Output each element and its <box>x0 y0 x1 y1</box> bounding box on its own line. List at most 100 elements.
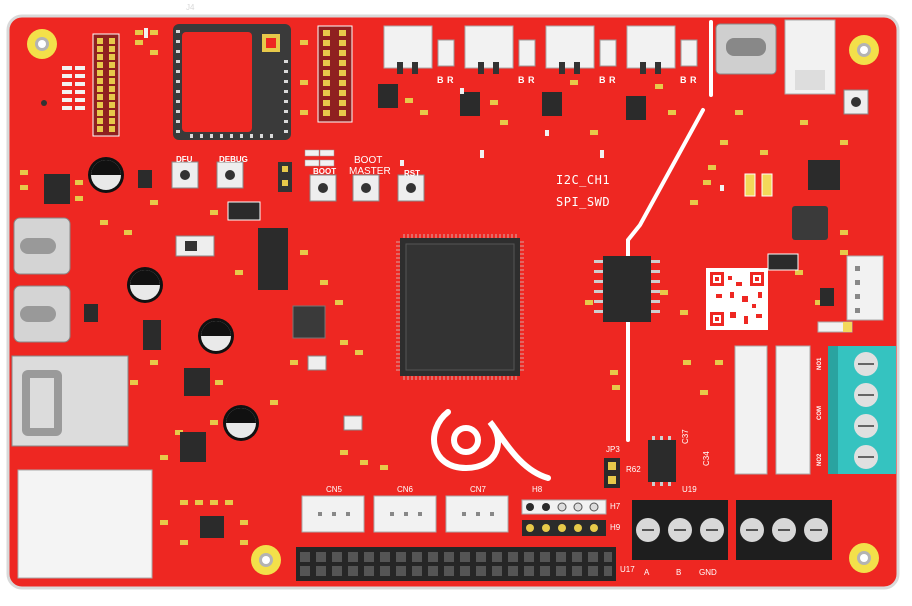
label-r1: R <box>447 75 454 85</box>
white-connector-top-right <box>784 19 836 95</box>
electrolytic-cap-1 <box>88 157 124 193</box>
rj45-left <box>11 355 129 447</box>
label-b3: B <box>599 75 606 85</box>
button-dfu <box>171 161 199 189</box>
label-cn5: CN5 <box>326 485 343 494</box>
terminal-block-ab <box>632 500 728 560</box>
mount-hole-top-left <box>27 29 57 59</box>
jumper-jp3 <box>604 458 620 488</box>
label-r2: R <box>528 75 535 85</box>
led-right <box>817 321 853 333</box>
jst-connector-1 <box>383 25 433 74</box>
slide-switch <box>175 235 215 257</box>
label-c37: C37 <box>681 429 690 444</box>
label-no2: NO2 <box>817 453 823 466</box>
soic-ic-right <box>594 256 660 322</box>
transistor-row <box>378 84 646 120</box>
pin-header-left <box>92 33 120 137</box>
usb-c-left-2 <box>13 285 71 343</box>
header-h9 <box>522 520 606 536</box>
chip-small-3 <box>180 432 206 462</box>
white-block-left <box>17 469 153 579</box>
board-slot <box>626 20 713 442</box>
mount-hole-top-right <box>849 35 879 65</box>
label-u19: U19 <box>682 485 697 494</box>
wifi-module <box>173 24 291 140</box>
chip-small-4 <box>200 516 224 538</box>
ic-left-top <box>44 174 70 204</box>
label-gnd: GND <box>699 568 717 577</box>
label-dfu: DFU <box>176 155 193 164</box>
label-boot-master-line2: MASTER <box>349 166 391 177</box>
label-b: B <box>676 568 682 577</box>
label-boot-master-line1: BOOT <box>354 155 383 166</box>
mount-hole-bottom-right <box>849 543 879 573</box>
label-i2c: I2C_CH1 <box>556 173 611 187</box>
resistor-block <box>304 149 335 167</box>
small-ic-right <box>820 288 834 306</box>
electrolytic-cap-2 <box>127 267 163 303</box>
button-rst <box>397 174 425 202</box>
button-debug <box>216 161 244 189</box>
jst-connector-4 <box>626 25 676 74</box>
electrolytic-cap-3 <box>198 318 234 354</box>
button-boot-master <box>352 174 380 202</box>
smd-capacitors <box>144 28 724 191</box>
terminal-block-right <box>736 500 832 560</box>
label-u17: U17 <box>620 565 635 574</box>
usb-c-top <box>715 23 777 75</box>
label-h8: H8 <box>532 485 543 494</box>
tactile-button-top-right <box>843 89 869 115</box>
resistor-array-left <box>62 66 85 110</box>
label-no1: NO1 <box>817 357 823 370</box>
label-b2: B <box>518 75 525 85</box>
jst-cn6 <box>373 495 437 533</box>
jst-4pin-right <box>846 255 884 321</box>
soic-ic-left <box>258 228 288 290</box>
button-boot <box>309 174 337 202</box>
label-h7: H7 <box>610 502 621 511</box>
jst-cn7 <box>445 495 509 533</box>
chip-small-6 <box>138 170 152 188</box>
long-pin-header-bottom <box>296 547 616 581</box>
smd-components <box>20 30 848 545</box>
yellow-caps-right <box>744 173 773 197</box>
label-cn6: CN6 <box>397 485 414 494</box>
window-title: J4 <box>186 3 195 12</box>
led-indicators-top <box>437 39 698 67</box>
chip-small-1 <box>143 320 161 350</box>
label-debug: DEBUG <box>219 155 248 164</box>
jst-connector-3 <box>545 25 595 74</box>
diode-right <box>767 253 799 271</box>
label-rst: RST <box>404 169 420 178</box>
ic-u19 <box>648 436 676 486</box>
chip-small-2 <box>184 368 210 396</box>
label-h9: H9 <box>610 523 621 532</box>
header-h7 <box>521 499 607 515</box>
jumper-top <box>278 162 292 192</box>
jst-cn5 <box>301 495 365 533</box>
label-com: COM <box>817 406 823 420</box>
led-small <box>343 415 363 431</box>
fiducial-left <box>41 100 47 106</box>
label-r62: R62 <box>626 465 641 474</box>
label-spi: SPI_SWD <box>556 195 611 209</box>
crystal-small <box>307 355 327 371</box>
qfn-chip-center <box>292 305 326 339</box>
pin-header-middle <box>317 25 353 123</box>
terminal-block-cyan <box>828 346 896 474</box>
usb-c-left-1 <box>13 217 71 275</box>
inductor-right <box>792 206 828 240</box>
relay-2 <box>775 345 811 475</box>
electrolytic-cap-4 <box>223 405 259 441</box>
jst-connector-2 <box>464 25 514 74</box>
diode-left-mid <box>227 201 261 221</box>
ic-top-right <box>808 160 840 190</box>
label-cn7: CN7 <box>470 485 487 494</box>
mcu-lqfp <box>396 234 524 380</box>
label-a: A <box>644 568 650 577</box>
label-jp3: JP3 <box>606 445 620 454</box>
label-c34: C34 <box>702 451 711 466</box>
chip-small-5 <box>84 304 98 322</box>
